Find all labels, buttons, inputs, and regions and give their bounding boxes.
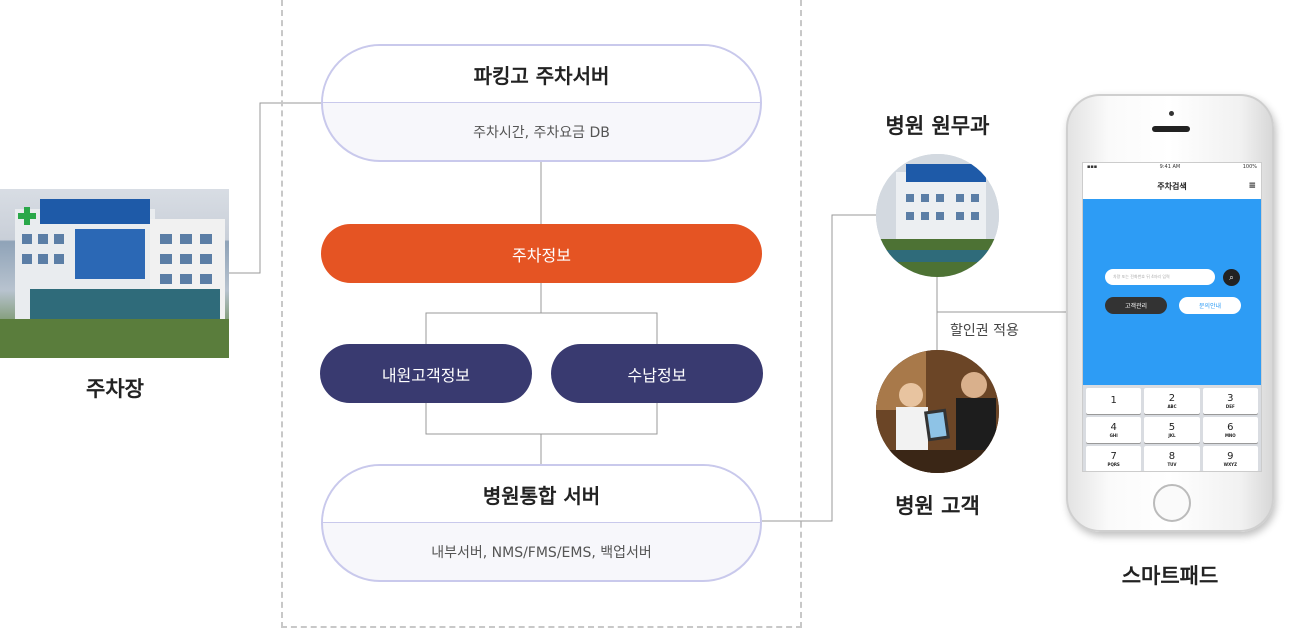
hospital-customer-label: 병원 고객 xyxy=(895,494,980,518)
parking-lot-label: 주차장 xyxy=(86,377,144,401)
parking-lot-photo xyxy=(0,189,229,358)
hospital-admin-photo xyxy=(876,154,999,277)
parking-info-node: 주차정보 xyxy=(321,224,762,283)
hospital-building-illustration xyxy=(876,154,999,277)
inquiry-button[interactable]: 문의안내 xyxy=(1179,297,1241,314)
server-zone-box xyxy=(281,0,802,628)
smartpad-label: 스마트패드 xyxy=(1121,564,1219,588)
line-split-top xyxy=(425,312,658,344)
menu-icon[interactable]: ≡ xyxy=(1248,181,1256,191)
line-discount-to-phone xyxy=(936,277,1066,313)
payment-info-node: 수납정보 xyxy=(551,344,763,403)
customer-management-button[interactable]: 고객관리 xyxy=(1105,297,1167,314)
phone-screen: ▪▪▪ 9:41 AM 100% 주차검색 ≡ 차량 또는 전화번호 뒤 4자리… xyxy=(1082,162,1262,472)
customer-service-illustration xyxy=(876,350,999,473)
line-hospital-to-admin xyxy=(762,214,876,522)
app-title: 주차검색 xyxy=(1157,181,1187,191)
battery-indicator: 100% xyxy=(1242,164,1257,170)
visitor-info-node: 내원고객정보 xyxy=(320,344,532,403)
hospital-server-title: 병원통합 서버 xyxy=(323,466,760,523)
hospital-customer-photo xyxy=(876,350,999,473)
home-button[interactable] xyxy=(1153,484,1191,522)
parking-server-subtitle: 주차시간, 주차요금 DB xyxy=(473,125,610,141)
signal-icon: ▪▪▪ xyxy=(1087,164,1098,170)
line-parkinglot-to-server xyxy=(229,102,322,274)
smartpad-device: ▪▪▪ 9:41 AM 100% 주차검색 ≡ 차량 또는 전화번호 뒤 4자리… xyxy=(1066,94,1274,532)
building-illustration xyxy=(0,199,229,358)
discount-label: 할인권 적용 xyxy=(950,323,1019,339)
camera-icon xyxy=(1169,111,1174,116)
hospital-server-subtitle: 내부서버, NMS/FMS/EMS, 백업서버 xyxy=(431,545,652,561)
status-time: 9:41 AM xyxy=(1159,164,1181,170)
parking-server-node: 파킹고 주차서버 주차시간, 주차요금 DB xyxy=(321,44,762,162)
app-title-bar: 주차검색 ≡ xyxy=(1083,173,1261,199)
hospital-admin-label: 병원 원무과 xyxy=(885,114,990,138)
search-icon[interactable]: ⌕ xyxy=(1223,269,1240,286)
search-panel: 차량 또는 전화번호 뒤 4자리 입력 ⌕ 고객관리 문의안내 xyxy=(1083,199,1261,385)
speaker-icon xyxy=(1152,126,1190,132)
search-input[interactable]: 차량 또는 전화번호 뒤 4자리 입력 xyxy=(1105,269,1215,285)
status-bar: ▪▪▪ 9:41 AM 100% xyxy=(1083,163,1261,173)
hospital-server-node: 병원통합 서버 내부서버, NMS/FMS/EMS, 백업서버 xyxy=(321,464,762,582)
parking-server-title: 파킹고 주차서버 xyxy=(323,46,760,103)
key-1[interactable]: 1 xyxy=(1086,388,1142,414)
